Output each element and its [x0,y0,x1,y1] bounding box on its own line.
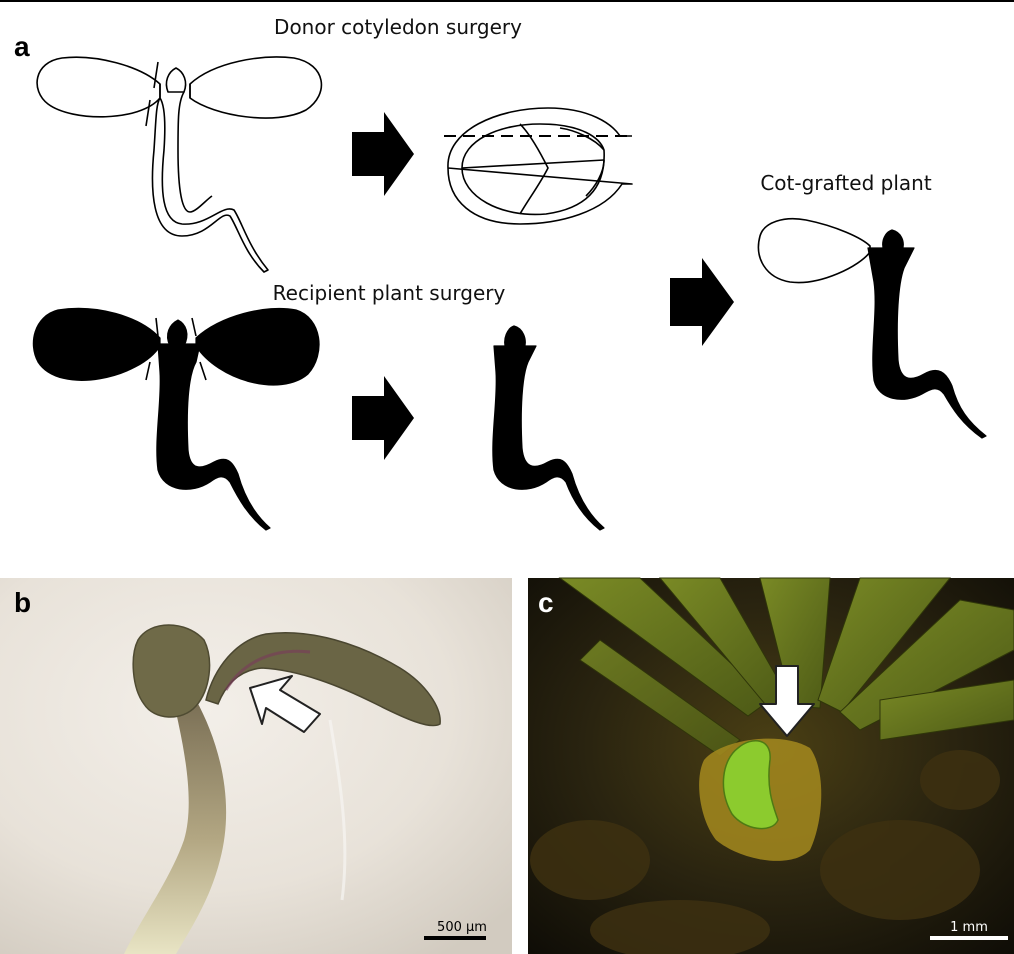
arrow-donor [352,112,414,196]
photo-b-background [0,578,512,954]
recipient-after-drawing [493,326,604,530]
donor-surgery-title: Donor cotyledon surgery [274,15,522,39]
donor-seedling-drawing [37,57,321,272]
scale-bar-b-label: 500 µm [437,920,487,935]
scale-bar-c-label: 1 mm [950,920,988,935]
grafted-plant-drawing [758,219,986,438]
arrow-recipient [352,376,414,460]
recipient-surgery-title: Recipient plant surgery [273,281,506,305]
excised-cotyledon-drawing [448,108,632,224]
panel-c-label: c [538,587,554,618]
photo-b-native-cotyledon [133,625,209,717]
panel-a: a Donor cotyledon surgery Recipient plan… [14,15,986,530]
panel-c: c 1 mm [528,578,1014,954]
panel-a-label: a [14,31,30,62]
panel-b: b 500 µm [0,578,512,954]
grafted-plant-title: Cot-grafted plant [760,171,932,195]
arrow-grafted [670,258,734,346]
recipient-seedling-drawing [33,308,319,530]
panel-b-label: b [14,587,31,618]
